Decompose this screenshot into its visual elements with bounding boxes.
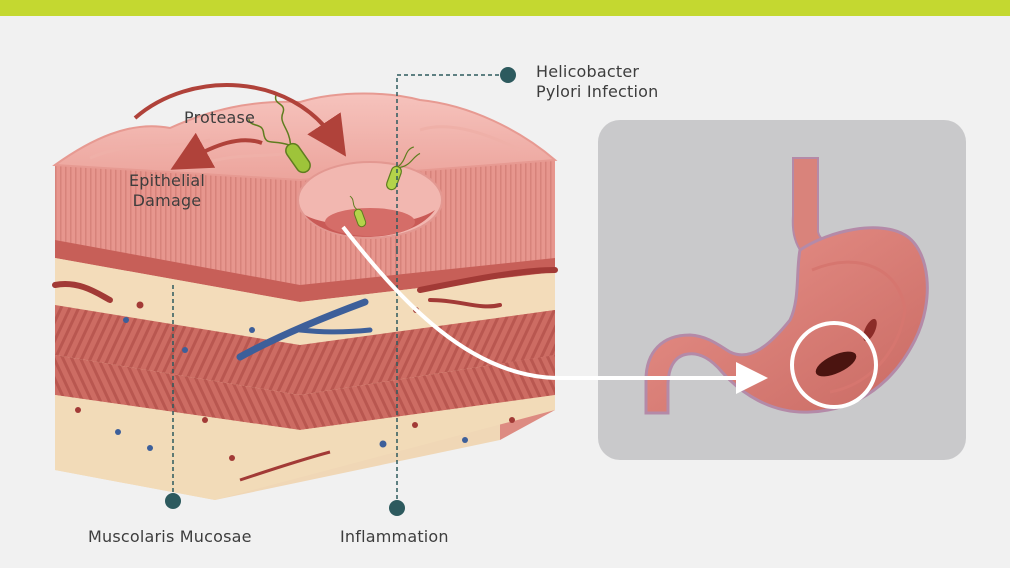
blood-vessel-red <box>52 281 113 303</box>
inflammation-label: Inflammation <box>340 527 449 546</box>
stomach-illustration <box>644 226 929 415</box>
blood-vessel-blue <box>236 298 369 361</box>
top-accent-bar <box>0 0 1010 16</box>
muscolaris-marker-dot <box>165 493 181 509</box>
epithelial-damage-label: Epithelial Damage <box>128 171 206 210</box>
muscle-layer-2 <box>55 355 555 430</box>
protease-arrow <box>133 83 347 157</box>
muscolaris-mucosae-label: Muscolaris Mucosae <box>88 527 252 546</box>
callout-lines <box>165 67 516 516</box>
epithelial-damage-arrow <box>170 132 263 170</box>
tissue-block <box>52 92 558 500</box>
helicobacter-marker-dot <box>500 67 516 83</box>
helicobacter-label: Helicobacter Pylori Infection <box>536 62 659 101</box>
bacteria-group <box>248 95 421 228</box>
protease-label: Protease <box>184 108 256 127</box>
stomach-panel <box>598 120 966 460</box>
serosa-layer <box>55 395 555 500</box>
ulcer-highlight-circle <box>790 321 878 409</box>
ulcer-link-arrow <box>341 225 768 394</box>
muscle-layer-1 <box>55 305 555 395</box>
inflammation-marker-dot <box>389 500 405 516</box>
